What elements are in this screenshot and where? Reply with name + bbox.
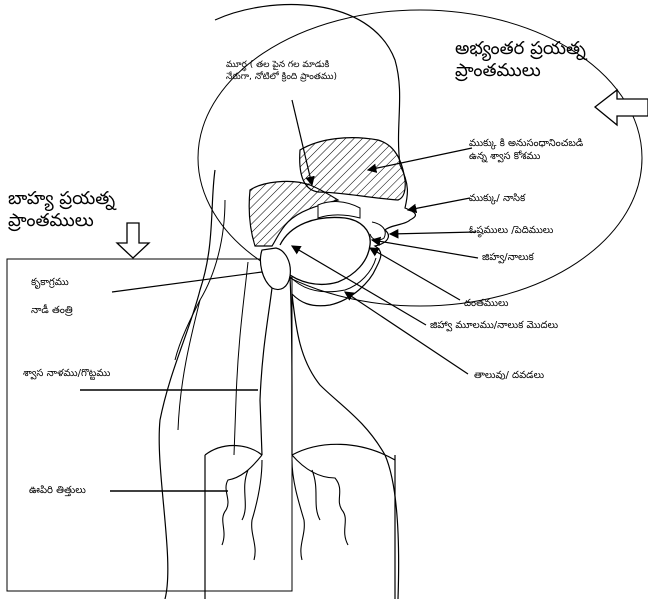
- bronchi-left: [222, 455, 262, 560]
- label-nose: ముక్కు/ నాసిక: [469, 193, 525, 205]
- external-effort-heading-line1: బాహ్య ప్రయత్న: [8, 188, 115, 210]
- label-lips: ఓష్ఠములు /పెదిములు: [469, 225, 553, 237]
- trachea-tube: [260, 276, 292, 455]
- label-tongue: జిహ్వ/నాలుక: [482, 252, 534, 264]
- lungs-outline: [205, 444, 395, 599]
- label-trachea: శ్వాస నాళము/గొట్టము: [23, 368, 110, 380]
- tongue-pointer: [372, 240, 478, 258]
- label-tongue-root: జిహ్వా మూలము/నాలుక మొదలు: [430, 320, 558, 332]
- label-nasal-cavity-line1: ముక్కు కి అనుసంధానించబడి: [469, 138, 583, 150]
- internal-effort-heading-line1: అభ్యంతర ప్రయత్న: [455, 38, 586, 60]
- nose-pointer: [408, 198, 470, 210]
- label-murdha-line2: నేరుగా, నోటిలో క్రింది ప్రాంతము): [226, 72, 337, 83]
- label-nasal-cavity-line2: ఉన్న శ్వాస కోశము: [469, 151, 540, 163]
- label-larynx: కృకాగ్రము: [31, 277, 69, 289]
- label-murdha-line1: మూర్ధ ( తల పైన గల మాడుకి: [226, 60, 329, 71]
- lips-pointer: [390, 232, 476, 234]
- neck-back-outline: [159, 170, 215, 599]
- bronchi-right: [292, 455, 348, 560]
- back-curve: [178, 300, 200, 430]
- esophagus: [234, 262, 248, 455]
- neck-front-outline: [292, 294, 399, 599]
- label-vocal-cords: నాడీ తంత్రి: [31, 305, 73, 317]
- upper-teeth: [318, 202, 360, 218]
- label-palate: తాలువు/ దవడలు: [474, 370, 544, 382]
- internal-effort-heading-line2: ప్రాంతములు: [455, 60, 541, 82]
- larynx-pointer: [112, 272, 262, 292]
- tongue-shape: [280, 217, 370, 284]
- external-effort-heading-line2: ప్రాంతములు: [8, 210, 94, 232]
- label-teeth: దంతములు: [464, 298, 509, 310]
- external-pointer-arrow: [117, 223, 149, 258]
- label-lungs: ఊపిరి తిత్తులు: [29, 485, 86, 497]
- lips-shape: [370, 222, 385, 240]
- teeth-pointer: [370, 248, 460, 300]
